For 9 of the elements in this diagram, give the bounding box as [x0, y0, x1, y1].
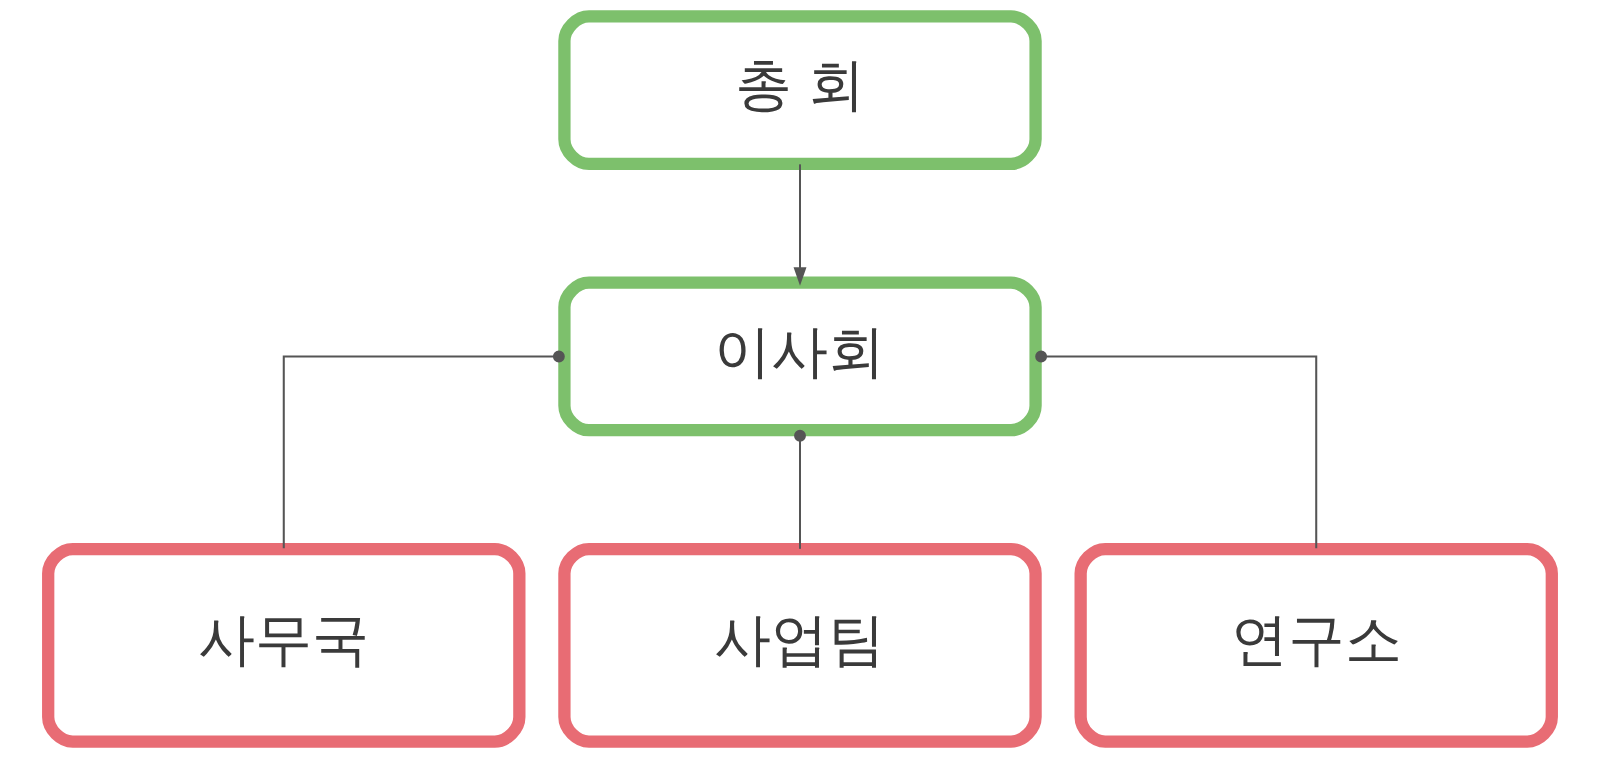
node-box: 총 회 [558, 10, 1042, 171]
node-box: 이사회 [558, 276, 1042, 437]
connector [282, 350, 565, 549]
node-box: 사업팀 [558, 542, 1042, 748]
node-box: 연구소 [1074, 542, 1558, 748]
arrow [793, 164, 807, 286]
connector [794, 429, 806, 549]
node-box: 사무국 [42, 542, 526, 748]
connector [1035, 350, 1318, 549]
